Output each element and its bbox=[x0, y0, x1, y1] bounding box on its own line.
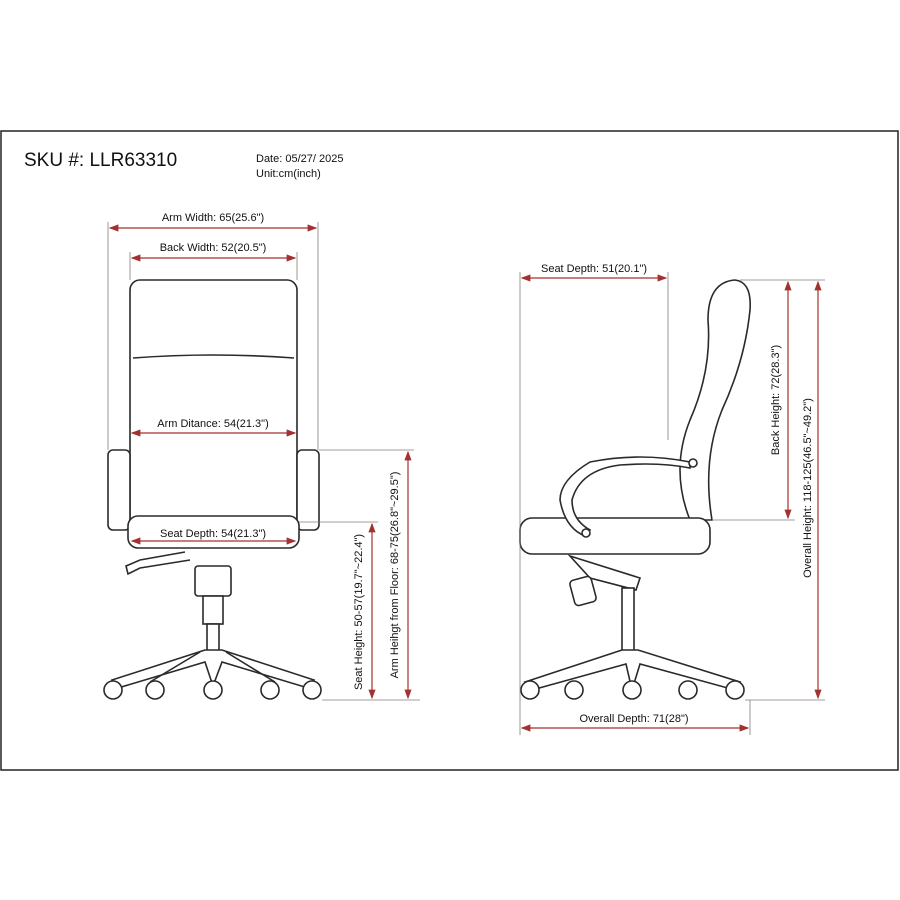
backrest-seam bbox=[132, 354, 295, 359]
date-label: Date: 05/27/ 2025 bbox=[256, 153, 343, 165]
right-arm bbox=[296, 449, 320, 531]
sku-label: SKU #: LLR63310 bbox=[24, 150, 177, 171]
side-view-chair bbox=[519, 279, 752, 700]
unit-label: Unit:cm(inch) bbox=[256, 168, 321, 180]
sheet-border bbox=[0, 130, 899, 771]
overall-depth-label: Overall Depth: 71(28") bbox=[579, 713, 688, 725]
front-seat-depth-label: Seat Depth: 54(21.3") bbox=[160, 528, 266, 540]
base-legs bbox=[149, 651, 276, 683]
arm-width-label: Arm Width: 65(25.6") bbox=[162, 212, 264, 224]
side-backrest bbox=[679, 279, 752, 521]
front-view-chair bbox=[103, 279, 322, 700]
casters bbox=[103, 680, 322, 700]
back-width-label: Back Width: 52(20.5") bbox=[160, 242, 267, 254]
front-dimensions bbox=[107, 222, 420, 701]
lever bbox=[125, 551, 191, 576]
arm-height-label: Arm Heihgt from Floor: 68-75(26.8"~29.5"… bbox=[389, 472, 401, 679]
tilt-knob bbox=[569, 575, 597, 607]
side-dimensions bbox=[519, 272, 825, 735]
side-casters bbox=[520, 680, 745, 700]
side-seat-depth-label: Seat Depth: 51(20.1") bbox=[541, 263, 647, 275]
back-height-label: Back Height: 72(28.3") bbox=[770, 345, 782, 455]
cylinder-cover bbox=[202, 595, 224, 625]
side-seat bbox=[519, 517, 711, 555]
overall-height-label: Overall Height: 118-125(46.5"~49.2") bbox=[802, 398, 814, 578]
left-arm bbox=[107, 449, 131, 531]
mechanism bbox=[194, 565, 232, 597]
backrest bbox=[129, 279, 298, 533]
tilt-mechanism bbox=[567, 554, 642, 591]
side-cylinder bbox=[621, 587, 635, 653]
arm-distance-label: Arm Ditance: 54(21.3") bbox=[157, 418, 269, 430]
seat-height-label: Seat Height: 50-57(19.7"~22.4") bbox=[353, 534, 365, 690]
